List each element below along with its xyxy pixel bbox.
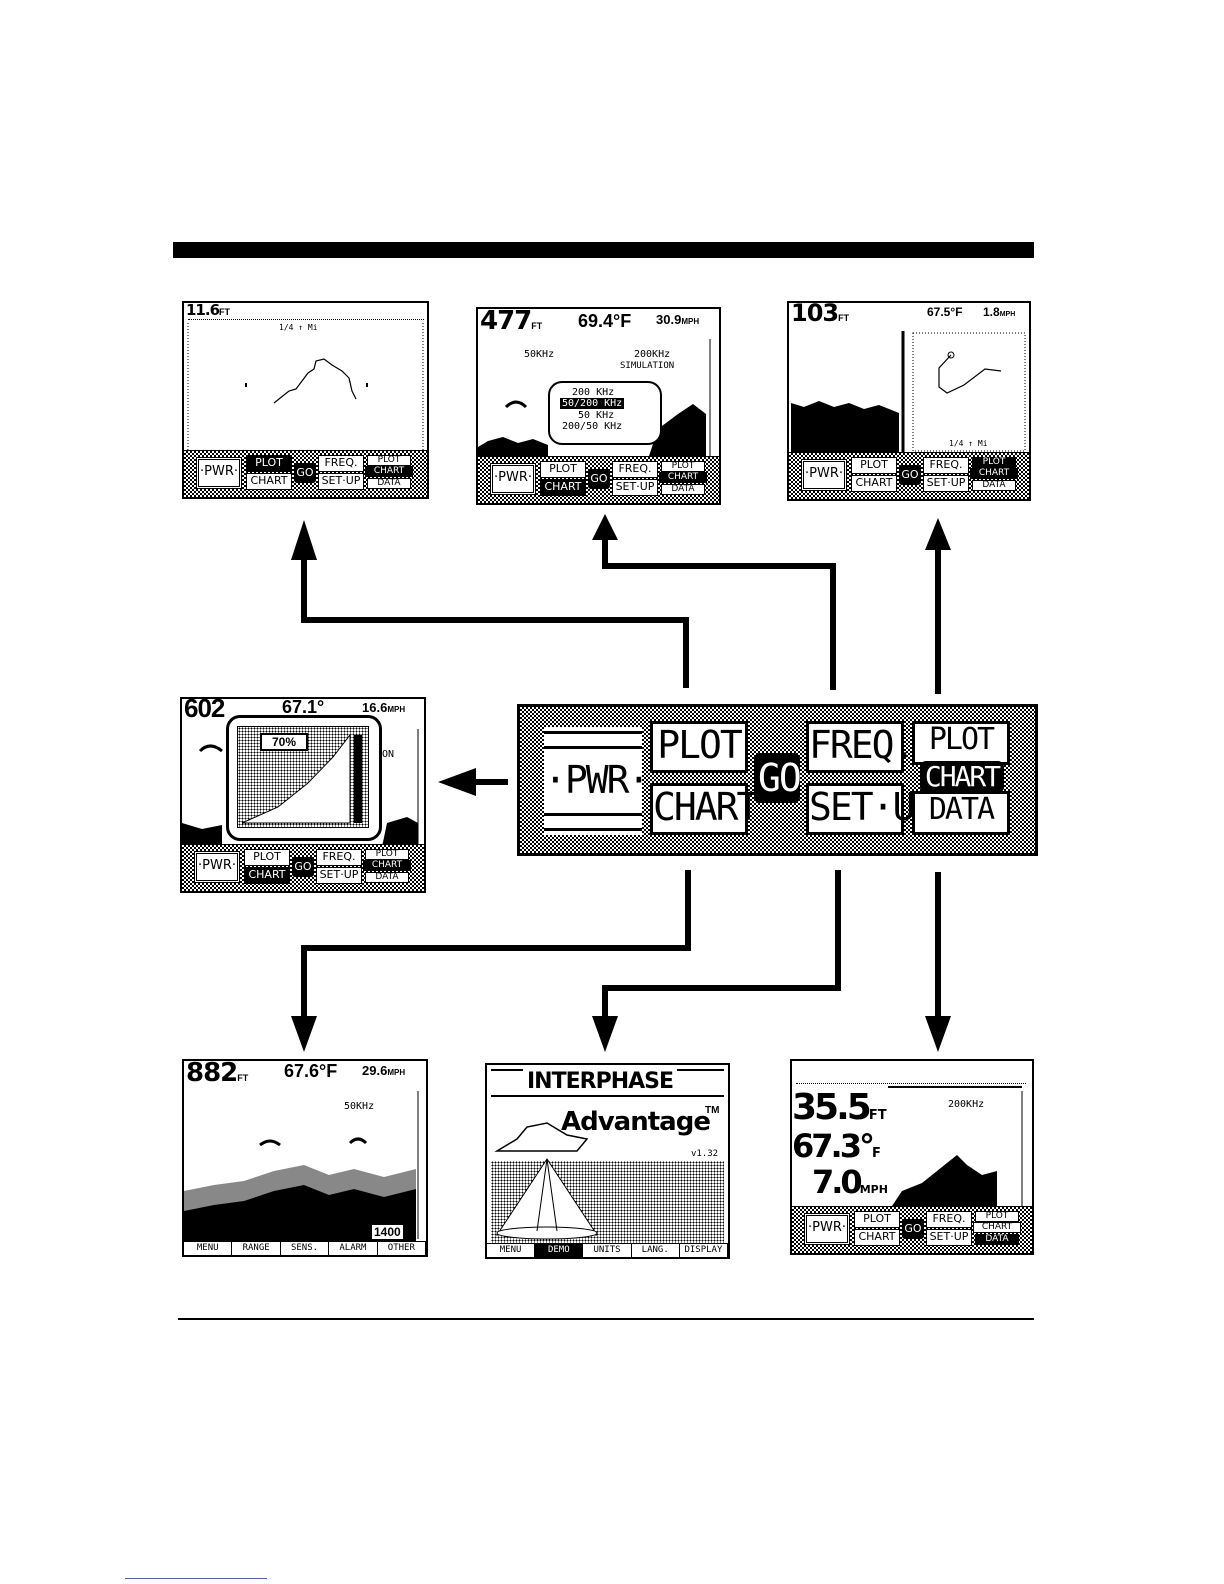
plot-button[interactable]: PLOT [854, 1211, 900, 1228]
screen-setup: INTERPHASE Advantage TM v1.32 MENU DEMO … [485, 1063, 730, 1259]
range-readout: 1400 [372, 1225, 403, 1239]
screen-data: 35.5FT 67.3°F 7.0MPH 200KHz ·PWR· PLOT C… [790, 1059, 1034, 1255]
data-button[interactable]: DATA [975, 1234, 1019, 1245]
menu-item-demo[interactable]: DEMO [535, 1244, 583, 1257]
freq-button[interactable]: FREQ. [926, 1211, 972, 1228]
go-button[interactable]: GO [902, 1219, 924, 1239]
menu-bar: MENU DEMO UNITS LANG. DISPLAY [487, 1243, 728, 1257]
sonar-bottom [792, 1061, 1032, 1211]
screen-chart: 882FT 67.6°F 29.6MPH 50KHz 1400 MENU RAN… [182, 1059, 428, 1257]
plot-small-button[interactable]: PLOT [975, 1211, 1019, 1222]
menu-item-other[interactable]: OTHER [378, 1242, 426, 1255]
menu-item-range[interactable]: RANGE [232, 1242, 280, 1255]
chart-button[interactable]: CHART [854, 1229, 900, 1246]
menu-item-display[interactable]: DISPLAY [680, 1244, 728, 1257]
chart-small-button[interactable]: CHART [973, 1222, 1021, 1233]
sonar-bottom [184, 1061, 426, 1241]
menu-item[interactable]: MENU [487, 1244, 535, 1257]
menu-bar: MENU RANGE SENS. ALARM OTHER [184, 1241, 426, 1255]
setup-button[interactable]: SET·UP [926, 1229, 972, 1246]
boat-illustration [487, 1065, 728, 1245]
control-bar: ·PWR· PLOT CHART GO FREQ. SET·UP PLOT CH… [792, 1206, 1032, 1253]
menu-item-alarm[interactable]: ALARM [329, 1242, 377, 1255]
pwr-button[interactable]: ·PWR· [804, 1213, 850, 1245]
menu-item-units[interactable]: UNITS [583, 1244, 631, 1257]
menu-item[interactable]: MENU [184, 1242, 232, 1255]
menu-item-lang[interactable]: LANG. [632, 1244, 680, 1257]
menu-item-sens[interactable]: SENS. [281, 1242, 329, 1255]
